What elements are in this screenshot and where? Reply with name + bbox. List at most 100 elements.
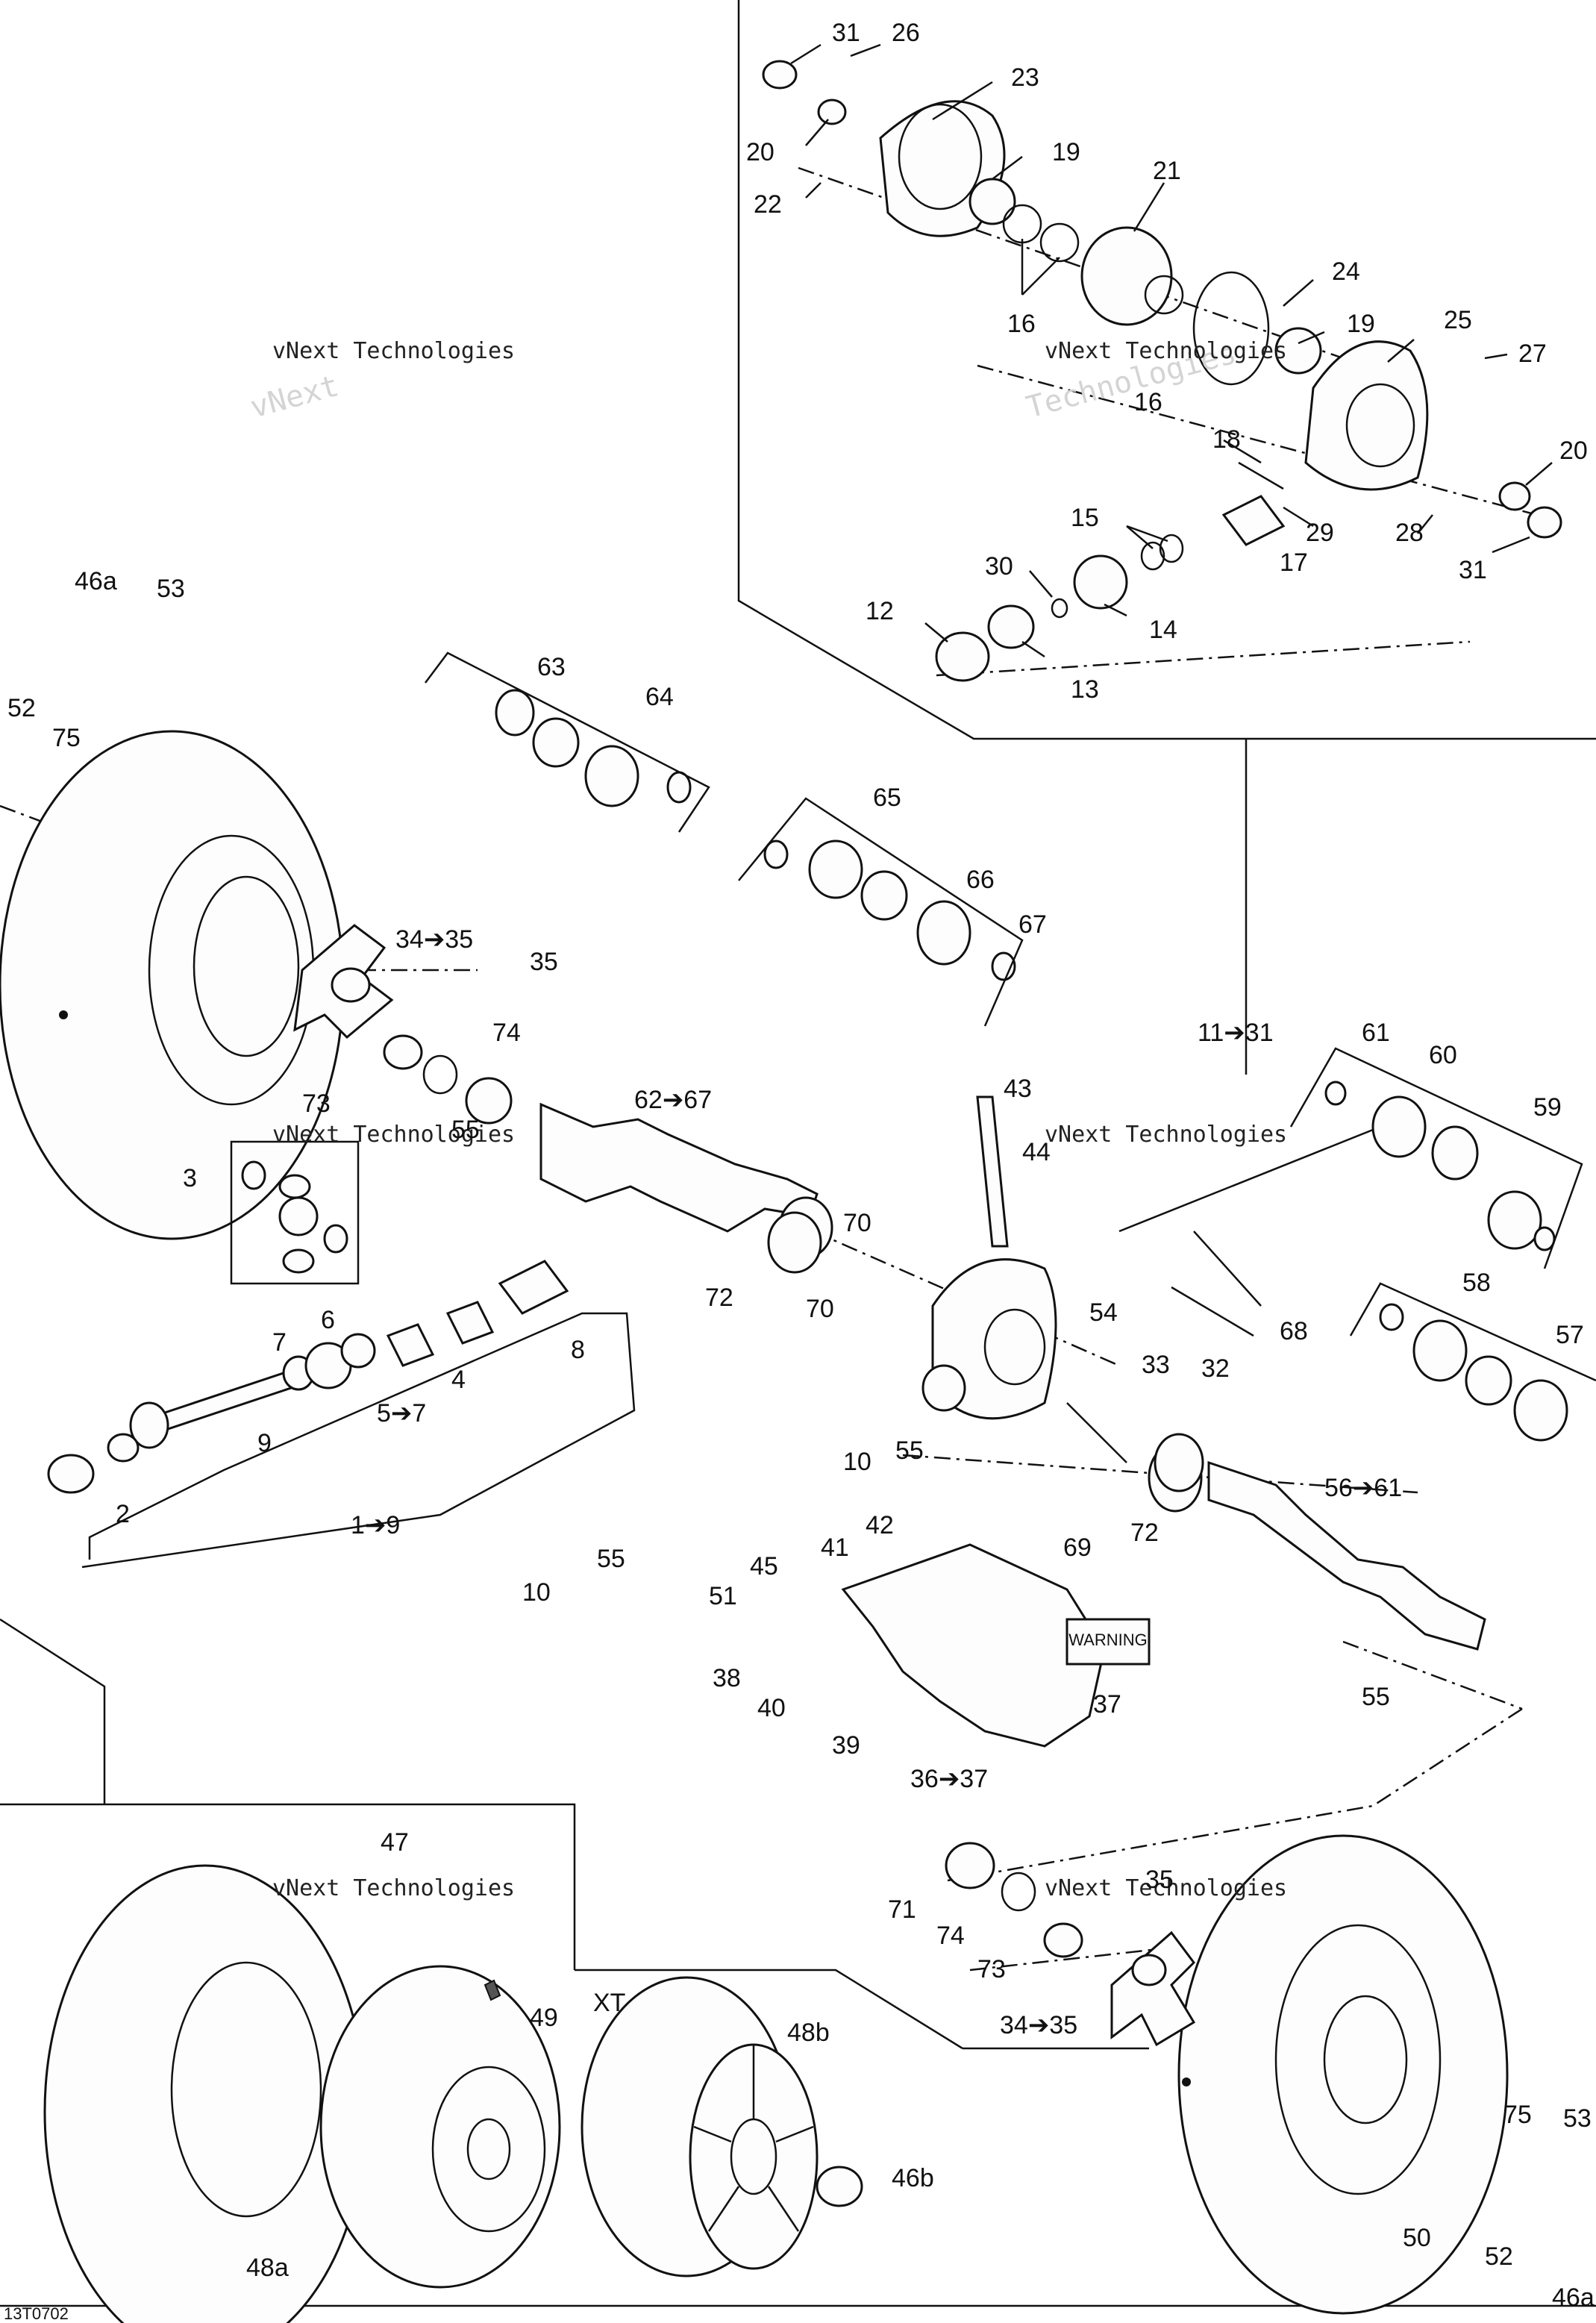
xt-aluminum-rim <box>580 1976 863 2277</box>
rear-left-tire <box>0 730 345 1240</box>
watermark-line: vNext Technologies <box>1045 338 1287 364</box>
cv-joint-kit-63-64 <box>495 689 692 807</box>
part-label: 26 <box>892 19 920 47</box>
part-label: 16 <box>1134 388 1162 416</box>
part-label: 15 <box>1071 504 1099 532</box>
part-label: 55 <box>895 1436 924 1465</box>
part-label: 37 <box>1093 1690 1121 1719</box>
part-label: 31 <box>1459 556 1487 584</box>
part-label: 40 <box>757 1694 786 1722</box>
part-label: 8 <box>571 1336 585 1364</box>
part-label: 48a <box>246 2254 289 2282</box>
cv-joint-kit-59-61 <box>1324 1081 1556 1251</box>
part-label: XT <box>593 1989 625 2017</box>
watermark-brand: vNext <box>247 369 342 425</box>
assembly-group-boxes <box>81 651 1596 1569</box>
part-label: 67 <box>1018 910 1047 939</box>
part-label: 13 <box>1071 675 1099 704</box>
part-label: 20 <box>746 138 774 166</box>
part-label: 17 <box>1280 548 1308 577</box>
part-label: 29 <box>1306 519 1334 547</box>
cv-joint-kit-65-67 <box>763 840 1016 981</box>
part-label: 7 <box>272 1328 287 1357</box>
part-label: 33 <box>1142 1351 1170 1379</box>
part-label: 35 <box>1145 1866 1174 1894</box>
part-label: 12 <box>866 597 894 625</box>
part-label: 56➔61 <box>1324 1474 1402 1502</box>
part-label: 18 <box>1212 425 1241 454</box>
warning-decal-text: WARNING <box>1068 1631 1148 1649</box>
watermark-line: vNext Technologies <box>272 1875 515 1901</box>
part-label: 34➔35 <box>1000 2011 1077 2039</box>
rear-hub-flange <box>293 924 513 1125</box>
part-label: 53 <box>1563 2104 1592 2133</box>
part-label: 75 <box>1503 2101 1532 2129</box>
part-label: 69 <box>1063 1533 1092 1562</box>
part-label: 5➔7 <box>377 1399 426 1428</box>
part-label: 28 <box>1395 519 1424 547</box>
part-label: 52 <box>1485 2242 1513 2271</box>
part-label: 23 <box>1011 63 1039 92</box>
front-left-steel-rim <box>319 1965 561 2289</box>
part-label: 43 <box>1004 1075 1032 1103</box>
part-label: 44 <box>1022 1138 1051 1166</box>
part-label: 21 <box>1153 157 1181 185</box>
part-label: 42 <box>866 1511 894 1539</box>
part-label: 38 <box>713 1664 741 1692</box>
part-label: 19 <box>1347 310 1375 338</box>
part-label: 55 <box>597 1545 625 1573</box>
part-label: 72 <box>1130 1519 1159 1547</box>
part-label: 10 <box>843 1448 871 1476</box>
part-label: 60 <box>1429 1041 1457 1069</box>
part-label: 10 <box>522 1578 551 1607</box>
part-label: 19 <box>1052 138 1080 166</box>
part-label: 64 <box>645 683 674 711</box>
part-label: 58 <box>1462 1269 1491 1297</box>
leader-lines <box>790 43 1553 658</box>
part-label: 61 <box>1362 1019 1390 1047</box>
part-label: 46a <box>1552 2283 1595 2312</box>
part-label: 2 <box>116 1500 130 1528</box>
part-label: 70 <box>806 1295 834 1323</box>
part-label: 71 <box>888 1895 916 1924</box>
part-label: 73 <box>302 1089 331 1118</box>
front-left-tire <box>43 1864 367 2323</box>
watermark-group: vNext vNext Technologies Technologies vN… <box>247 336 1287 1901</box>
part-label: 9 <box>257 1429 272 1457</box>
watermark-line: vNext Technologies <box>1045 1122 1287 1148</box>
part-label: 34➔35 <box>395 925 473 954</box>
part-label: 47 <box>381 1828 409 1857</box>
part-label: 46a <box>75 567 117 595</box>
part-label: 70 <box>843 1209 871 1237</box>
part-label: 53 <box>157 575 185 603</box>
part-label: 22 <box>754 190 782 219</box>
part-label: 35 <box>530 948 558 976</box>
part-label: 24 <box>1332 257 1360 286</box>
part-label: 27 <box>1518 340 1547 368</box>
part-label: 25 <box>1444 306 1472 334</box>
part-label: 11➔31 <box>1198 1019 1274 1047</box>
part-label: 1➔9 <box>351 1511 400 1539</box>
part-label: 50 <box>1403 2224 1431 2252</box>
front-differential <box>767 1095 1262 1492</box>
part-label: 20 <box>1559 437 1588 465</box>
part-label: 16 <box>1007 310 1036 338</box>
part-label: 36➔37 <box>910 1765 988 1793</box>
part-label: 65 <box>873 784 901 812</box>
part-label: 31 <box>832 19 860 47</box>
part-label: 66 <box>966 866 995 894</box>
part-label: 62➔67 <box>634 1086 712 1114</box>
part-label: 75 <box>52 724 81 752</box>
part-label: 48b <box>787 2019 830 2047</box>
watermark-line: vNext Technologies <box>1045 1875 1287 1901</box>
part-label: 55 <box>451 1116 480 1144</box>
part-label: 4 <box>451 1366 466 1394</box>
part-label: 45 <box>750 1552 778 1581</box>
part-label: 41 <box>821 1533 849 1562</box>
part-label: 63 <box>537 653 566 681</box>
part-labels: 31 26 23 20 22 19 21 16 24 16 19 25 27 1… <box>4 19 1595 2323</box>
skid-plate: WARNING <box>841 1543 1151 1748</box>
cv-joint-kit-57-58 <box>1379 1303 1568 1442</box>
part-label: 6 <box>321 1306 335 1334</box>
